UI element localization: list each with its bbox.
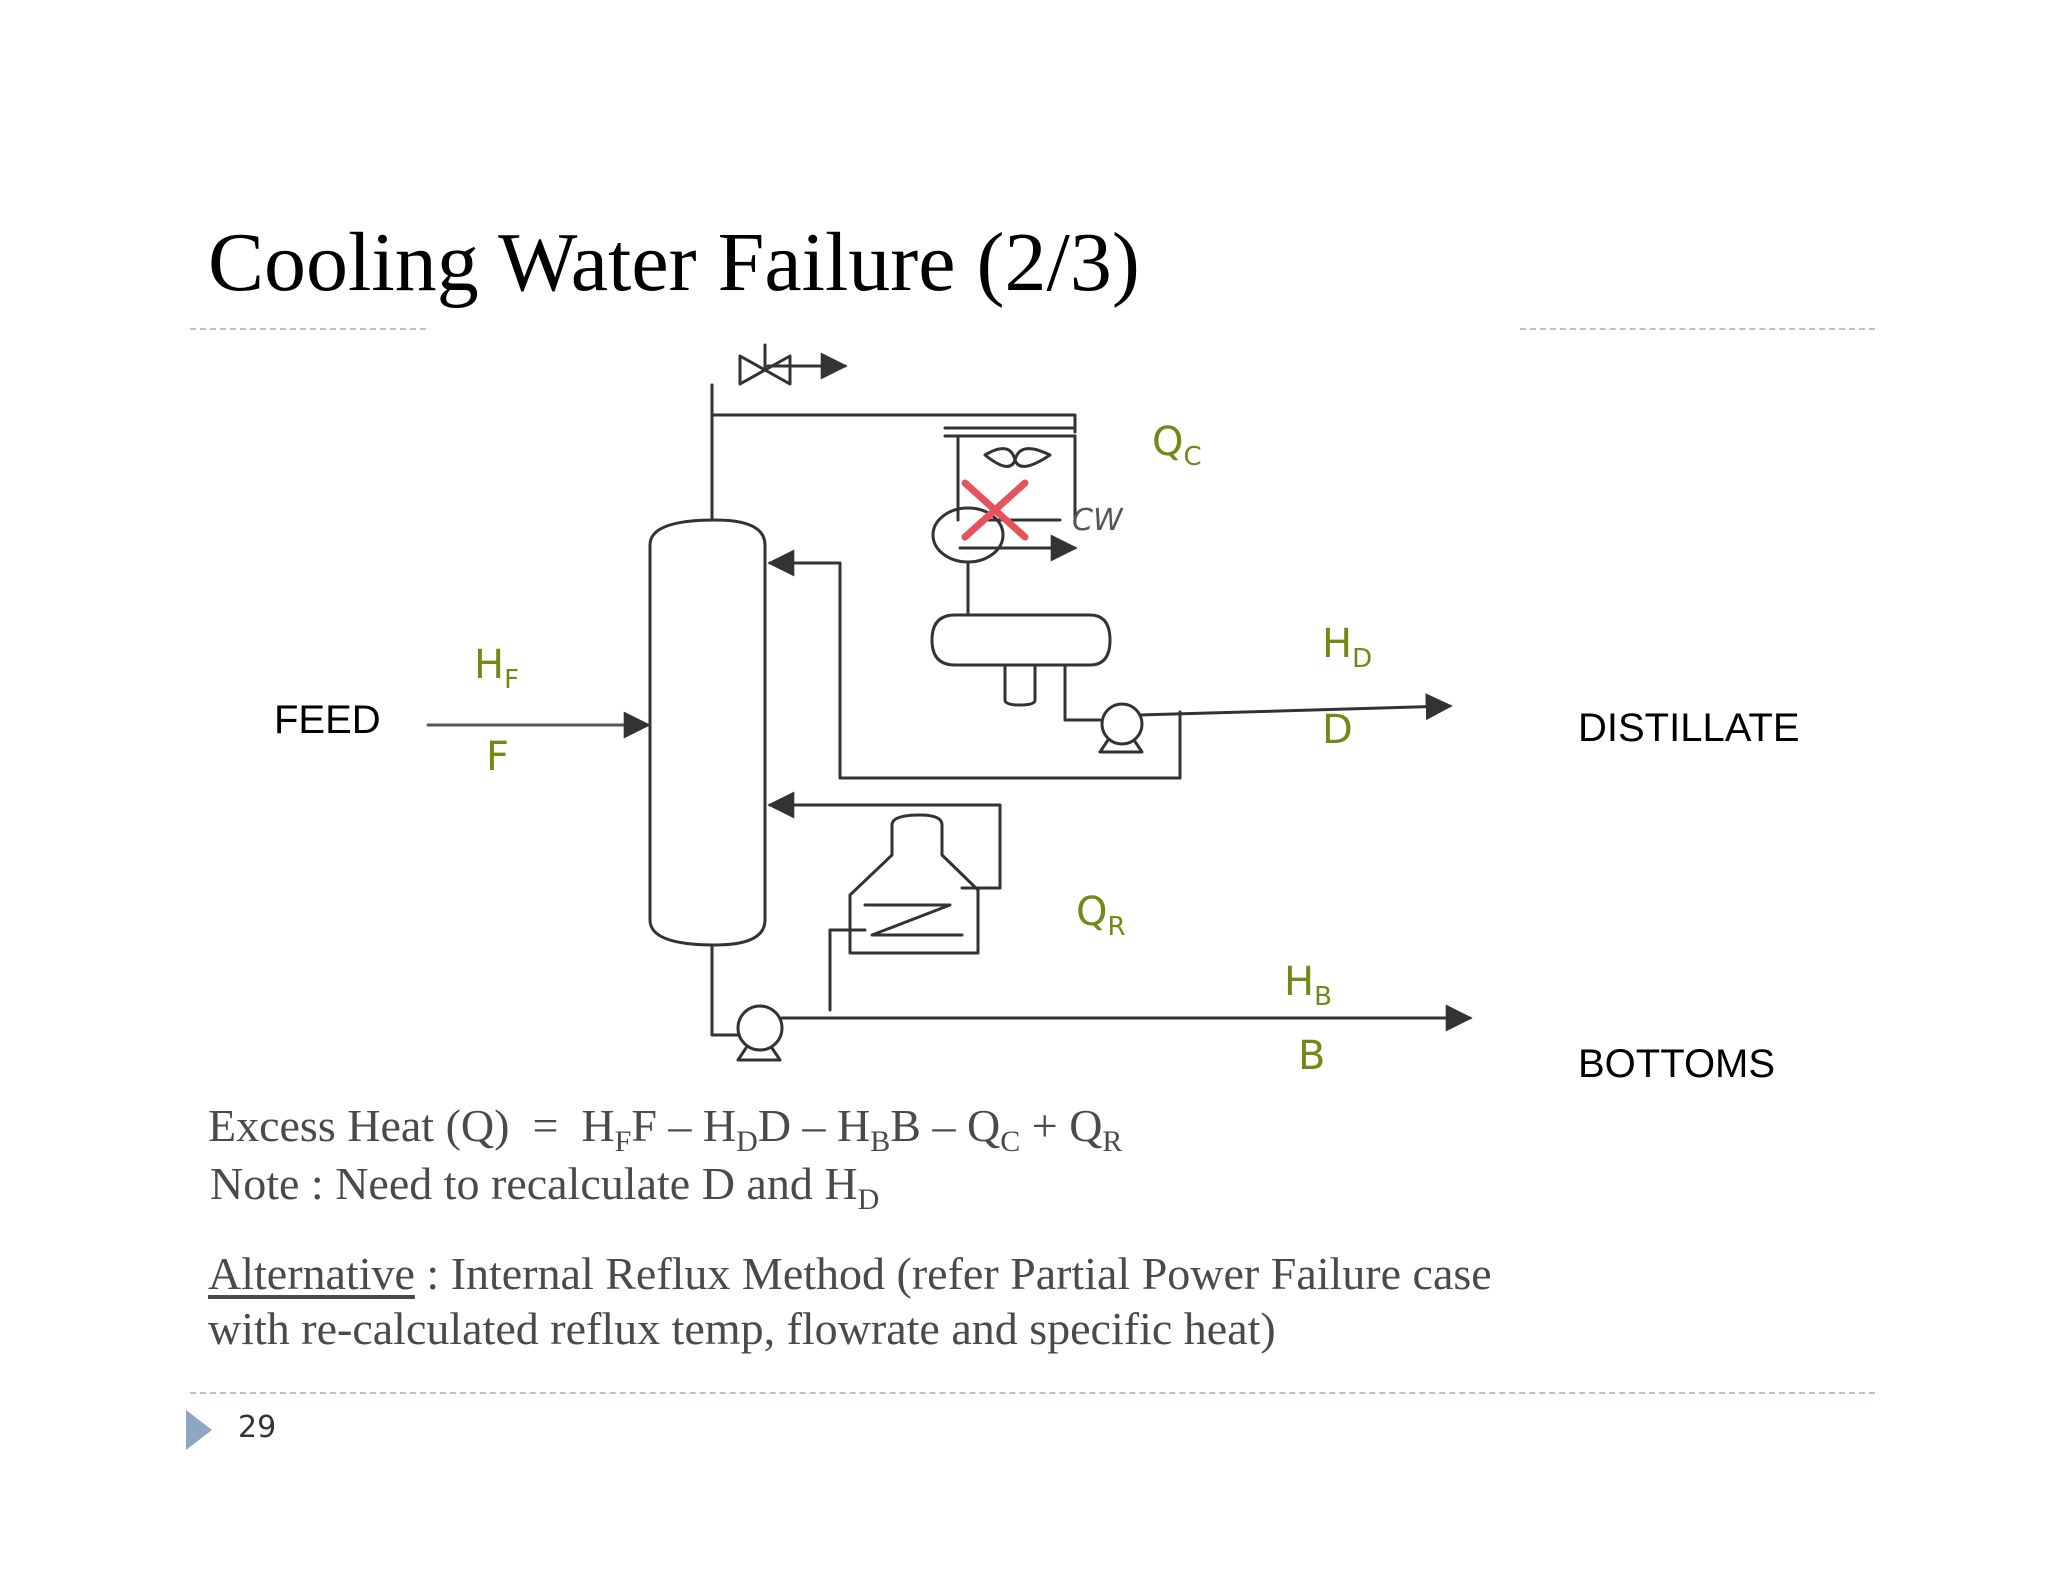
distillate-label: DISTILLATE (1578, 706, 1800, 750)
qc-label: QC (1152, 419, 1202, 472)
d-label: D (1322, 707, 1353, 753)
relief-valve (738, 343, 792, 386)
distillate-line (1138, 693, 1453, 721)
footer-rule (190, 1392, 1875, 1394)
bottoms-label: BOTTOMS (1578, 1042, 1776, 1086)
drum-boot (1003, 663, 1037, 707)
title-rule-left (190, 328, 426, 330)
drum-outlet (1063, 663, 1102, 722)
condenser-fan (983, 447, 1052, 468)
qr-label: QR (1076, 889, 1126, 942)
alternative-text: Alternative : Internal Reflux Method (re… (208, 1248, 1492, 1355)
slide-title: Cooling Water Failure (2/3) (208, 216, 1140, 309)
bottoms-pump (736, 1004, 784, 1052)
reboiler-vapor-return (767, 791, 1002, 890)
reboiler (848, 813, 980, 955)
failure-cross-icon (961, 479, 1029, 541)
reflux-return-line (767, 549, 1182, 780)
alternative-label: Alternative (208, 1248, 415, 1299)
cw-label: CW (1072, 503, 1124, 538)
condenser-fan-frame (956, 434, 1077, 522)
slide-marker-icon (186, 1410, 212, 1450)
distillation-column (648, 518, 767, 947)
note-text: Note : Need to recalculate D and HD (210, 1158, 880, 1216)
feed-label: FEED (274, 698, 381, 742)
excess-heat-equation: Excess Heat (Q) = HFF – HDD – HBB – QC +… (208, 1100, 1123, 1158)
column-bottom-line (710, 943, 740, 1037)
hb-label: HB (1284, 959, 1332, 1012)
title-rule-right (1520, 328, 1875, 330)
reflux-pump (1100, 702, 1144, 746)
f-label: F (486, 734, 510, 780)
hd-label: HD (1322, 621, 1373, 674)
reboiler-feed-line (828, 928, 867, 1012)
condenser-fan-bar (943, 426, 1077, 438)
overhead-vapor-line (710, 413, 1077, 522)
b-label: B (1298, 1033, 1326, 1079)
reboiler-coil (863, 903, 964, 937)
page-number: 29 (238, 1410, 277, 1445)
reflux-drum (930, 613, 1112, 667)
hf-label: HF (474, 642, 520, 695)
